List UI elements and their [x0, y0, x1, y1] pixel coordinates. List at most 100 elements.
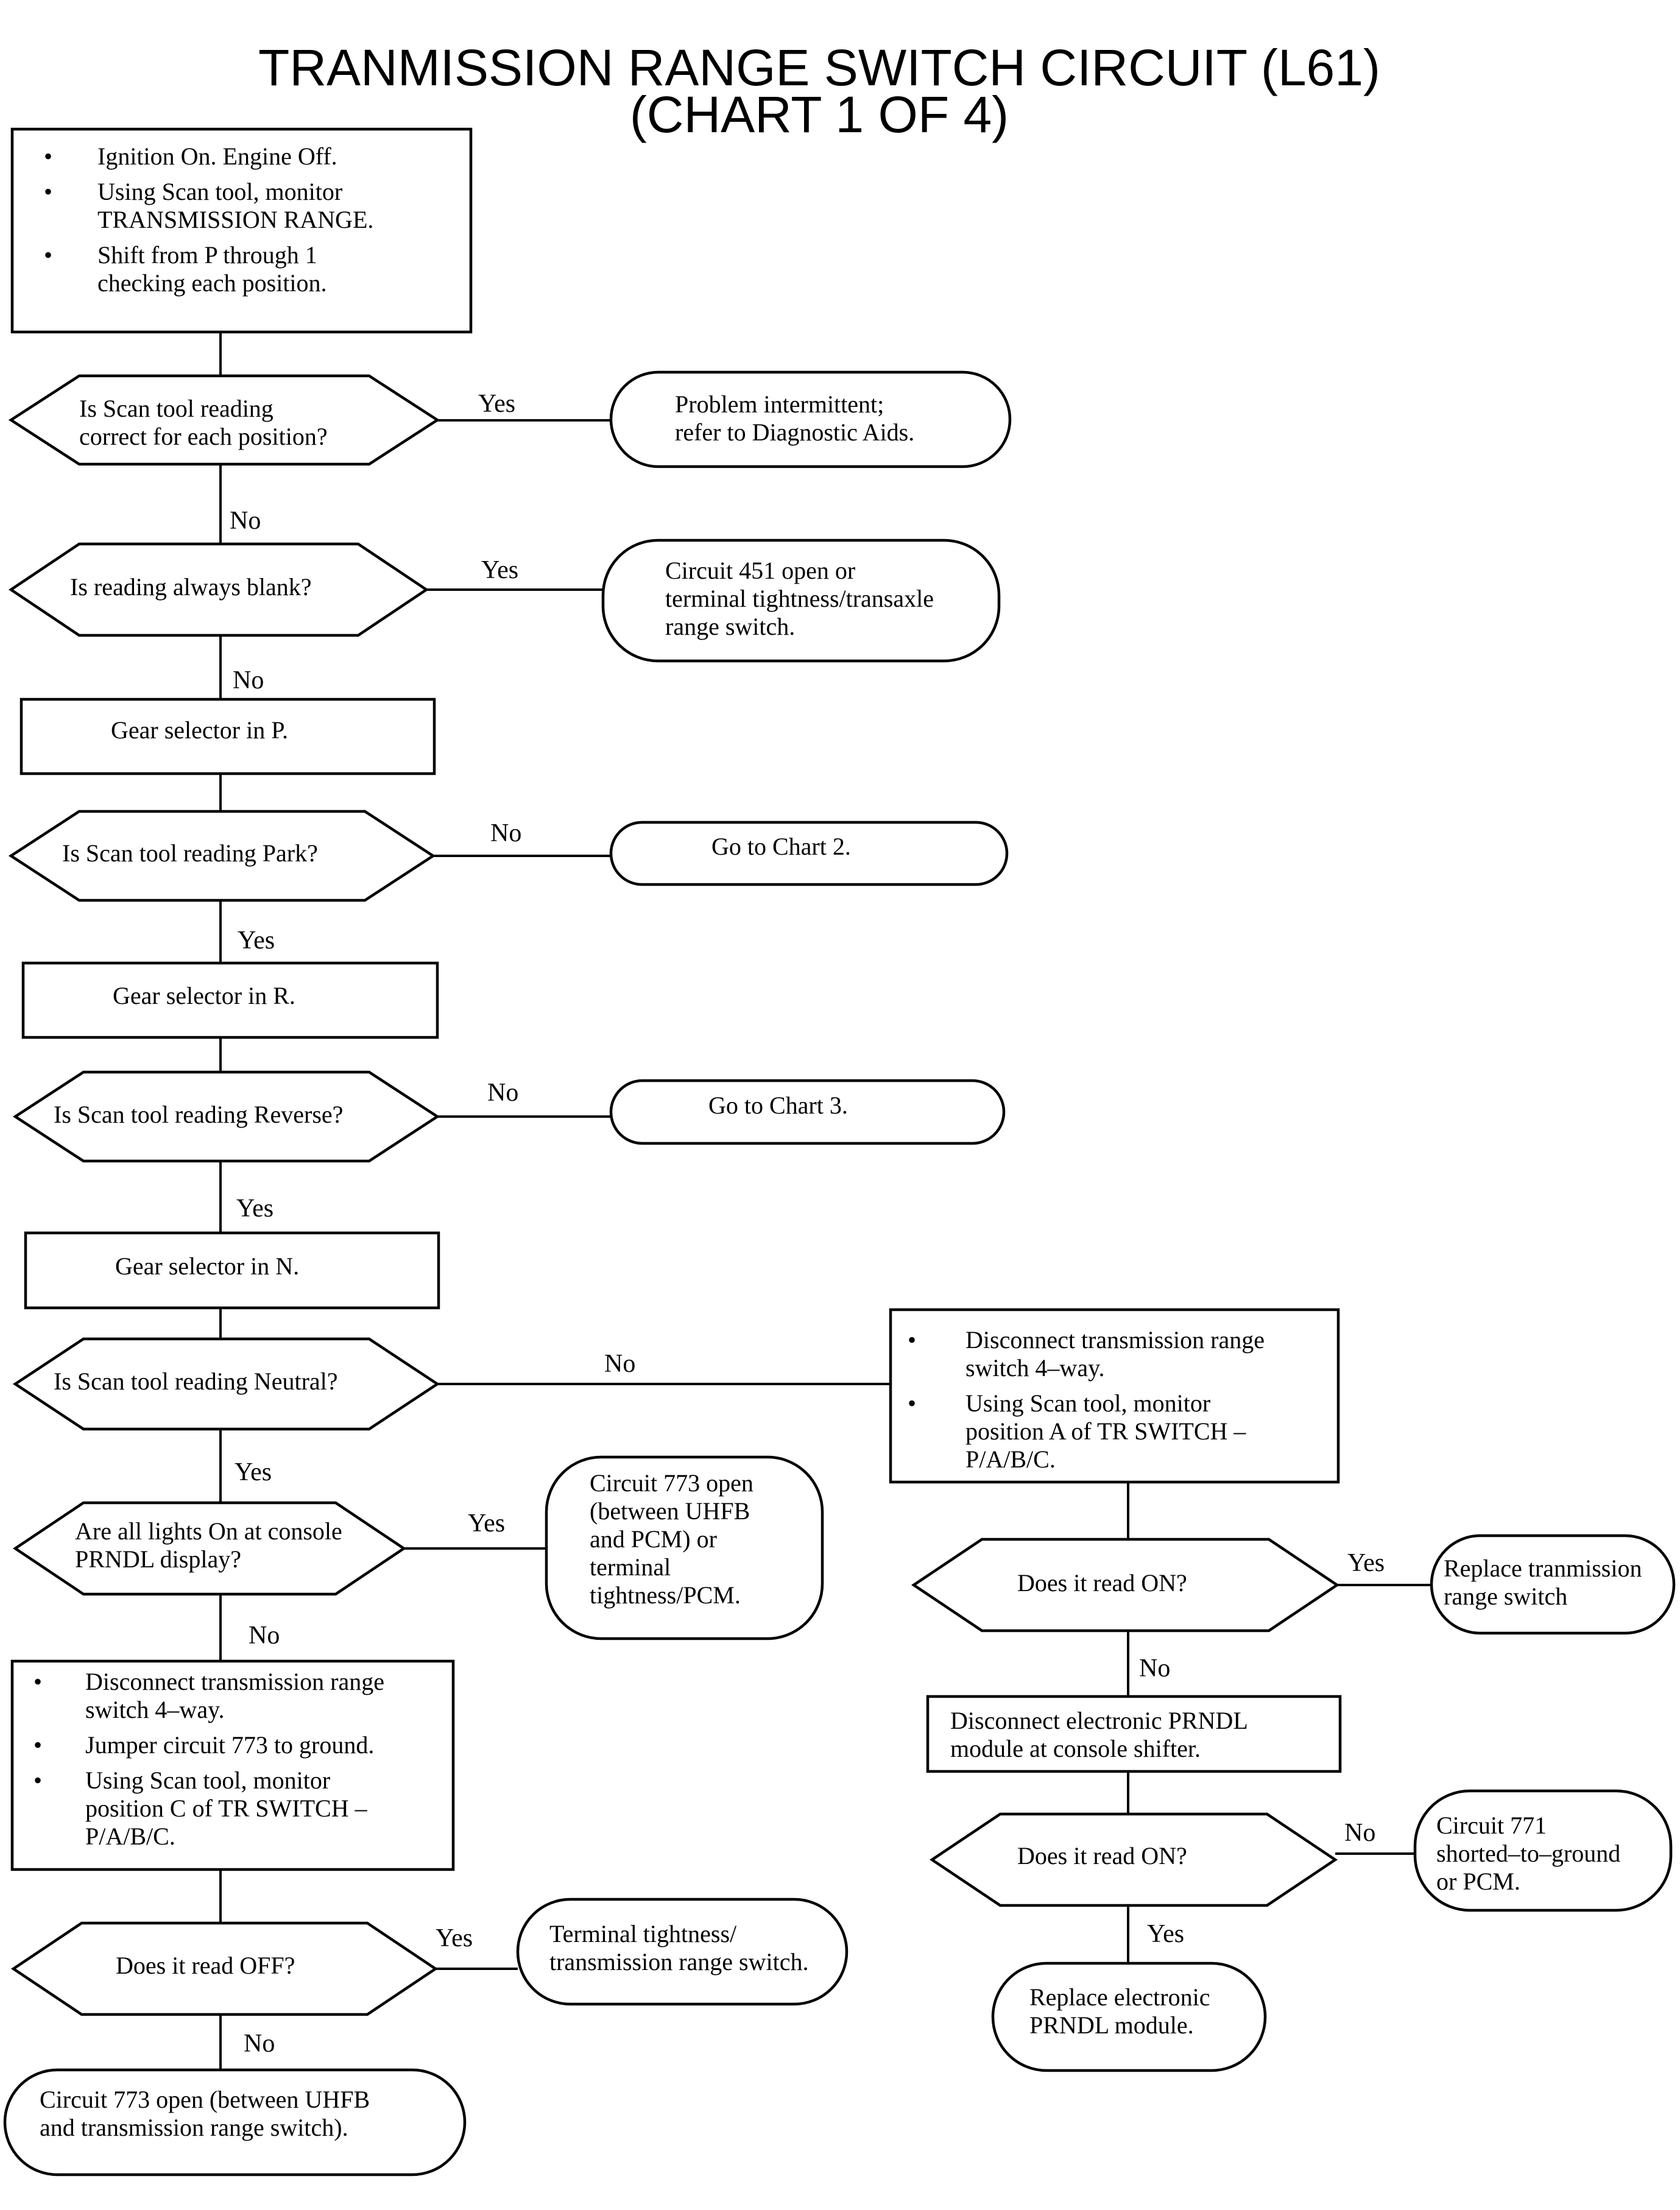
- branch-label-q2-yes: Yes: [481, 556, 518, 584]
- branch-label-q8-no: No: [1139, 1654, 1170, 1682]
- process-box: [24, 1231, 440, 1310]
- node-text-line: (between UHFB: [590, 1497, 750, 1525]
- node-text-line: Circuit 771: [1436, 1812, 1547, 1839]
- decision-hexagon: [929, 1812, 1338, 1907]
- node-text-line: range switch.: [665, 613, 795, 640]
- node-text-line: correct for each position?: [79, 423, 328, 450]
- node-text-line: Replace electronic: [1029, 1983, 1210, 2011]
- branch-labels: YesNoYesNoNoYesNoYesNoYesYesNoYesNoYesNo…: [230, 390, 1385, 2058]
- process-box: [19, 697, 436, 775]
- node-text-line: Go to Chart 3.: [708, 1092, 848, 1119]
- node-text-line: Circuit 773 open: [590, 1469, 754, 1497]
- node-text-line: Are all lights On at console: [75, 1517, 342, 1545]
- node-q4: Is Scan tool reading Reverse?: [12, 1070, 440, 1163]
- node-text-line: shorted–to–ground: [1436, 1840, 1620, 1867]
- node-q9: Does it read ON?: [929, 1812, 1338, 1907]
- decision-hexagon: [8, 374, 440, 466]
- terminal-box: [1413, 1789, 1673, 1912]
- branch-label-q9-yes: Yes: [1147, 1920, 1184, 1948]
- flowchart-nodes: • Ignition On. Engine Off. • Using Scan too…: [3, 127, 1676, 2176]
- branch-label-q5-yes: Yes: [235, 1458, 272, 1486]
- bullet: •: [908, 1326, 916, 1354]
- node-text-line: P/A/B/C.: [965, 1446, 1056, 1473]
- node-text-line: Terminal tightness/: [549, 1920, 737, 1947]
- node-text-line: Disconnect transmission range: [85, 1668, 384, 1695]
- branch-label-q3-yes: Yes: [238, 927, 275, 955]
- node-text-line: Using Scan tool, monitor: [85, 1767, 330, 1794]
- branch-label-q1-yes: Yes: [478, 390, 515, 418]
- node-text-line: Jumper circuit 773 to ground.: [85, 1731, 374, 1759]
- bullet: •: [44, 241, 52, 269]
- process-box: [889, 1308, 1340, 1484]
- node-text-line: Circuit 773 open (between UHFB: [40, 2086, 370, 2113]
- node-text-line: Replace tranmission: [1444, 1555, 1642, 1582]
- node-text-line: Disconnect electronic PRNDL: [950, 1707, 1248, 1734]
- branch-label-q4-yes: Yes: [236, 1195, 274, 1223]
- node-text-line: refer to Diagnostic Aids.: [675, 418, 914, 446]
- decision-hexagon: [12, 1070, 440, 1163]
- chart-title-line-1: TRANMISSION RANGE SWITCH CIRCUIT (L61): [258, 39, 1380, 96]
- node-text-line: range switch: [1444, 1583, 1567, 1610]
- node-text-line: Is Scan tool reading: [79, 395, 274, 422]
- node-t1: Problem intermittent;refer to Diagnostic…: [609, 370, 1012, 468]
- node-q7: Does it read OFF?: [10, 1921, 439, 2016]
- node-text-line: Using Scan tool, monitor: [97, 178, 342, 205]
- decision-hexagon: [8, 810, 436, 902]
- node-text-line: terminal tightness/transaxle: [665, 585, 934, 612]
- branch-label-q2-no: No: [233, 666, 264, 694]
- terminal-box: [609, 821, 1009, 886]
- process-box: [10, 1659, 455, 1871]
- node-q3: Is Scan tool reading Park?: [8, 810, 436, 902]
- node-text-line: PRNDL module.: [1029, 2011, 1194, 2039]
- node-text-line: Is Scan tool reading Neutral?: [54, 1368, 338, 1395]
- node-text-line: switch 4–way.: [965, 1354, 1104, 1382]
- node-text-line: Is Scan tool reading Reverse?: [54, 1101, 343, 1128]
- node-text-line: Shift from P through 1: [97, 241, 317, 269]
- node-t7: Terminal tightness/transmission range sw…: [516, 1898, 849, 2006]
- node-text-line: tightness/PCM.: [590, 1581, 741, 1609]
- node-q8: Does it read ON?: [911, 1537, 1340, 1633]
- node-text-line: terminal: [590, 1553, 671, 1581]
- node-text-line: transmission range switch.: [549, 1948, 809, 1975]
- node-s_n: Gear selector in N.: [24, 1231, 440, 1310]
- node-text-line: and PCM) or: [590, 1525, 717, 1553]
- bullet: •: [44, 178, 52, 205]
- decision-hexagon: [10, 1921, 439, 2016]
- node-text-line: Does it read ON?: [1017, 1569, 1187, 1597]
- branch-label-q6-yes: Yes: [468, 1509, 505, 1537]
- node-t3: Go to Chart 2.: [609, 821, 1009, 886]
- terminal-box: [609, 370, 1012, 468]
- process-box: [10, 127, 473, 334]
- node-text-line: Gear selector in P.: [111, 716, 288, 744]
- node-text-line: P/A/B/C.: [85, 1823, 175, 1850]
- terminal-box: [609, 1079, 1006, 1145]
- node-s_p: Gear selector in P.: [19, 697, 436, 775]
- branch-label-q7-yes: Yes: [436, 1924, 473, 1952]
- node-text-line: Ignition On. Engine Off.: [97, 143, 337, 170]
- node-q2: Is reading always blank?: [8, 542, 429, 637]
- node-t4: Go to Chart 3.: [609, 1079, 1006, 1145]
- terminal-box: [3, 2068, 467, 2176]
- branch-label-q5-no: No: [604, 1350, 635, 1378]
- node-text-line: Is Scan tool reading Park?: [62, 839, 318, 867]
- bullet: •: [34, 1731, 42, 1759]
- node-text-line: position C of TR SWITCH –: [85, 1795, 368, 1822]
- node-text-line: Disconnect transmission range: [965, 1326, 1265, 1354]
- node-text-line: Problem intermittent;: [675, 390, 884, 418]
- connectors: [219, 332, 1431, 2070]
- node-text-line: Gear selector in N.: [115, 1252, 299, 1280]
- terminal-box: [516, 1898, 849, 2006]
- branch-label-q7-no: No: [244, 2030, 275, 2058]
- node-text-line: Go to Chart 2.: [711, 833, 851, 860]
- node-text-line: position A of TR SWITCH –: [965, 1417, 1246, 1445]
